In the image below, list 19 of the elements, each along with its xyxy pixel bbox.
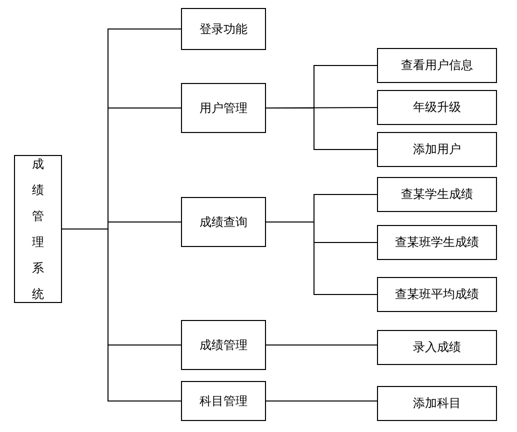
connector-line [266, 108, 378, 150]
function-box: 成绩查询 [181, 197, 266, 247]
function-box: 年级升级 [377, 90, 497, 125]
root-box: 成绩管理系统 [14, 155, 62, 303]
function-box: 添加科目 [377, 386, 497, 421]
function-box: 查某班平均成绩 [377, 277, 497, 312]
connector-line [62, 228, 182, 402]
function-box: 添加用户 [377, 132, 497, 167]
connector-line [266, 400, 378, 402]
function-box: 成绩管理 [181, 320, 266, 370]
connector-line [266, 222, 378, 295]
function-box: 用户管理 [181, 83, 266, 133]
function-box: 登录功能 [181, 8, 266, 50]
function-box: 查某学生成绩 [377, 177, 497, 212]
function-box: 科目管理 [181, 381, 266, 421]
connector-line [266, 344, 378, 346]
function-box: 查某班学生成绩 [377, 225, 497, 260]
function-box: 录入成绩 [377, 330, 497, 365]
function-box: 查看用户信息 [377, 48, 497, 83]
